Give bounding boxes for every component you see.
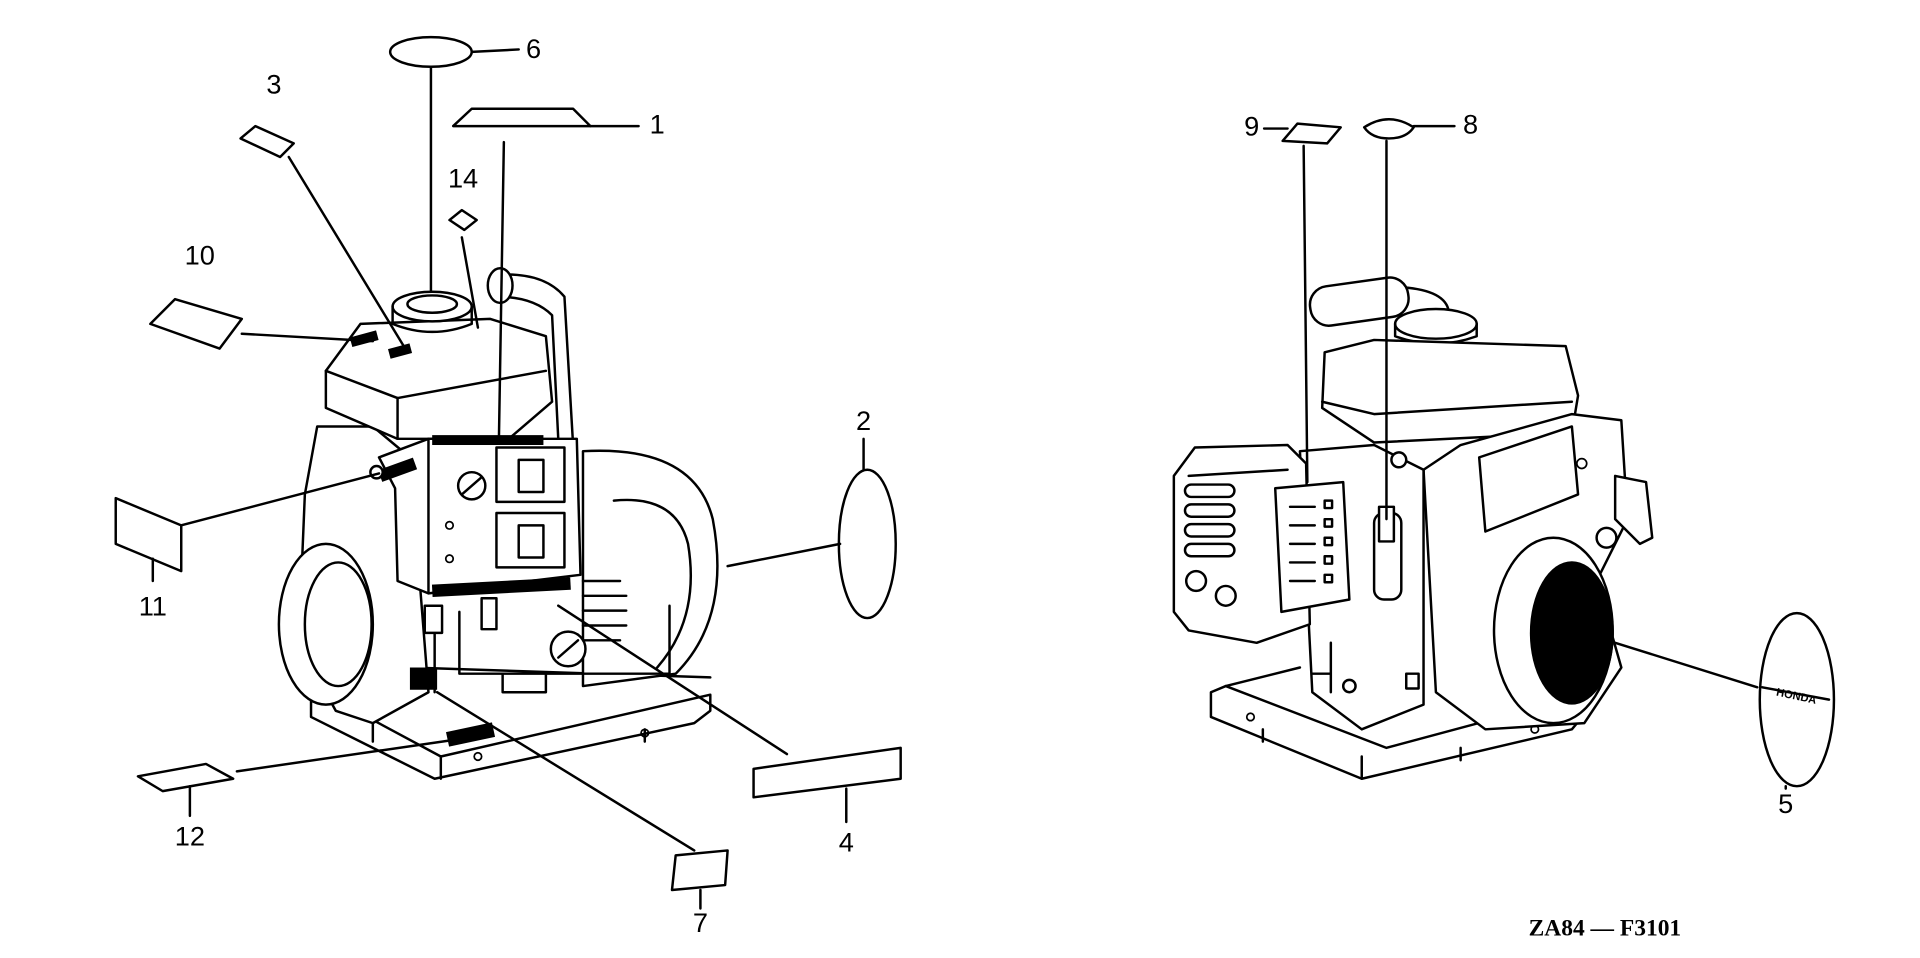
callout-14: 14: [448, 163, 480, 329]
emblem-decal-5: [1758, 611, 1836, 788]
callout-7: 7: [435, 690, 729, 938]
callout-1: 1: [451, 107, 665, 441]
callout-label-14: 14: [448, 163, 478, 194]
decal-8: [1362, 118, 1415, 140]
callout-label-9: 9: [1244, 111, 1259, 142]
decal-4: [752, 746, 902, 799]
decal-6: [388, 35, 473, 68]
callout-9: 9: [1244, 111, 1342, 484]
diagram-code: ZA84 — F3101: [1529, 916, 1682, 942]
decal-2: [837, 468, 897, 620]
callout-label-4: 4: [839, 826, 854, 857]
decal-10: [149, 297, 244, 350]
callout-label-11: 11: [139, 590, 167, 621]
callout-label-6: 6: [526, 33, 541, 64]
callout-label-7: 7: [693, 907, 708, 938]
callout-label-12: 12: [175, 820, 205, 851]
callout-6: 6: [388, 33, 541, 292]
callout-label-3: 3: [266, 69, 281, 100]
callout-label-5: 5: [1778, 788, 1793, 819]
decal-14: [448, 208, 478, 232]
decal-12: [136, 762, 235, 793]
decal-11: [114, 496, 183, 573]
callout-label-2: 2: [856, 405, 871, 436]
callout-5: HONDA 5: [1613, 611, 1836, 819]
decal-1: [451, 107, 592, 128]
callout-3: 3: [239, 69, 405, 348]
callout-10: 10: [149, 239, 375, 350]
callout-label-1: 1: [650, 108, 665, 139]
generator-rear-view: [1172, 276, 1654, 780]
decal-9: [1281, 122, 1342, 145]
decal-3: [239, 124, 295, 159]
callout-4: 4: [557, 604, 902, 857]
callout-12: 12: [136, 734, 486, 851]
callout-label-10: 10: [185, 239, 215, 270]
callout-2: 2: [726, 405, 897, 620]
callout-11: 11: [114, 472, 381, 621]
decal-7: [670, 849, 729, 892]
callout-8: 8: [1362, 108, 1478, 521]
callout-label-8: 8: [1463, 108, 1478, 139]
generator-front-view: [277, 267, 719, 780]
